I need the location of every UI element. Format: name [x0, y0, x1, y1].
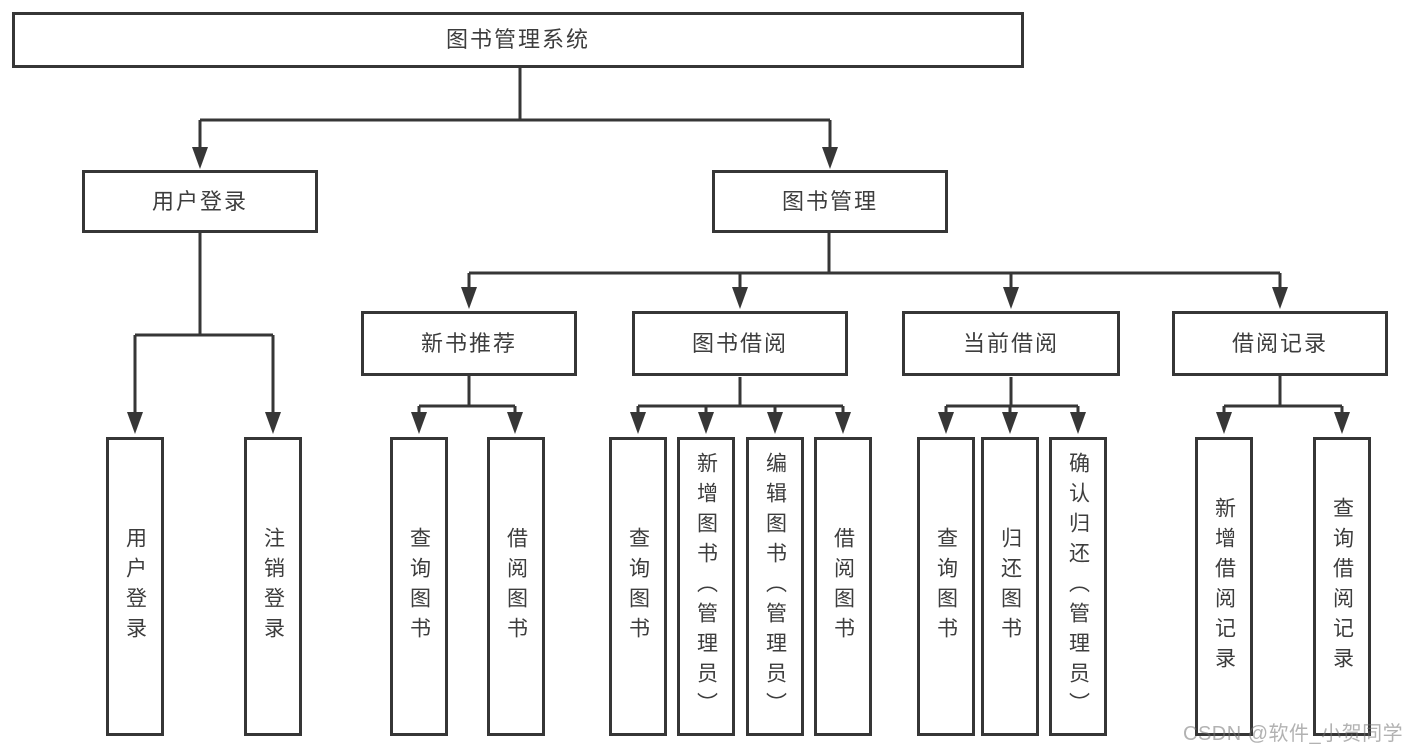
node-leaf-borrow-books: 借阅图书 — [814, 437, 872, 736]
arrowhead-icon — [1272, 287, 1288, 309]
arrowhead-icon — [192, 147, 208, 169]
arrowhead-icon — [732, 287, 748, 309]
arrowhead-icon — [1216, 412, 1232, 434]
connector — [417, 376, 517, 415]
arrowhead-icon — [1334, 412, 1350, 434]
node-leaf-edit-books-admin: 编辑图书（管理员） — [746, 437, 804, 736]
node-library-management-system: 图书管理系统 — [12, 12, 1024, 68]
arrowhead-icon — [767, 412, 783, 434]
node-user-login: 用户登录 — [82, 170, 318, 233]
connector — [133, 233, 275, 415]
arrowhead-icon — [630, 412, 646, 434]
node-current-borrowing: 当前借阅 — [902, 311, 1120, 376]
node-borrowing-records: 借阅记录 — [1172, 311, 1388, 376]
arrowhead-icon — [835, 412, 851, 434]
connector — [198, 68, 832, 150]
connector — [1222, 376, 1344, 415]
arrowhead-icon — [1003, 287, 1019, 309]
node-book-borrowing: 图书借阅 — [632, 311, 848, 376]
node-leaf-query-books-borrow: 查询图书 — [609, 437, 667, 736]
node-leaf-return-books: 归还图书 — [981, 437, 1039, 736]
arrowhead-icon — [822, 147, 838, 169]
node-new-book-recommendation: 新书推荐 — [361, 311, 577, 376]
arrowhead-icon — [461, 287, 477, 309]
arrowhead-icon — [698, 412, 714, 434]
arrowhead-icon — [1070, 412, 1086, 434]
arrowhead-icon — [127, 412, 143, 434]
node-leaf-query-books-recommend: 查询图书 — [390, 437, 448, 736]
node-leaf-borrow-books-recommend: 借阅图书 — [487, 437, 545, 736]
arrowhead-icon — [1002, 412, 1018, 434]
arrowhead-icon — [507, 412, 523, 434]
node-leaf-add-borrow-record: 新增借阅记录 — [1195, 437, 1253, 736]
arrowhead-icon — [411, 412, 427, 434]
node-leaf-logout: 注销登录 — [244, 437, 302, 736]
connector — [467, 233, 1282, 290]
connector — [944, 377, 1080, 415]
node-leaf-confirm-return-admin: 确认归还（管理员） — [1049, 437, 1107, 736]
node-book-management: 图书管理 — [712, 170, 948, 233]
node-leaf-query-books-current: 查询图书 — [917, 437, 975, 736]
node-leaf-user-login: 用户登录 — [106, 437, 164, 736]
connector — [636, 377, 845, 415]
arrowhead-icon — [938, 412, 954, 434]
node-leaf-query-borrow-record: 查询借阅记录 — [1313, 437, 1371, 736]
arrowhead-icon — [265, 412, 281, 434]
watermark: CSDN @软件_小贺同学 — [1183, 723, 1404, 745]
node-leaf-add-books-admin: 新增图书（管理员） — [677, 437, 735, 736]
